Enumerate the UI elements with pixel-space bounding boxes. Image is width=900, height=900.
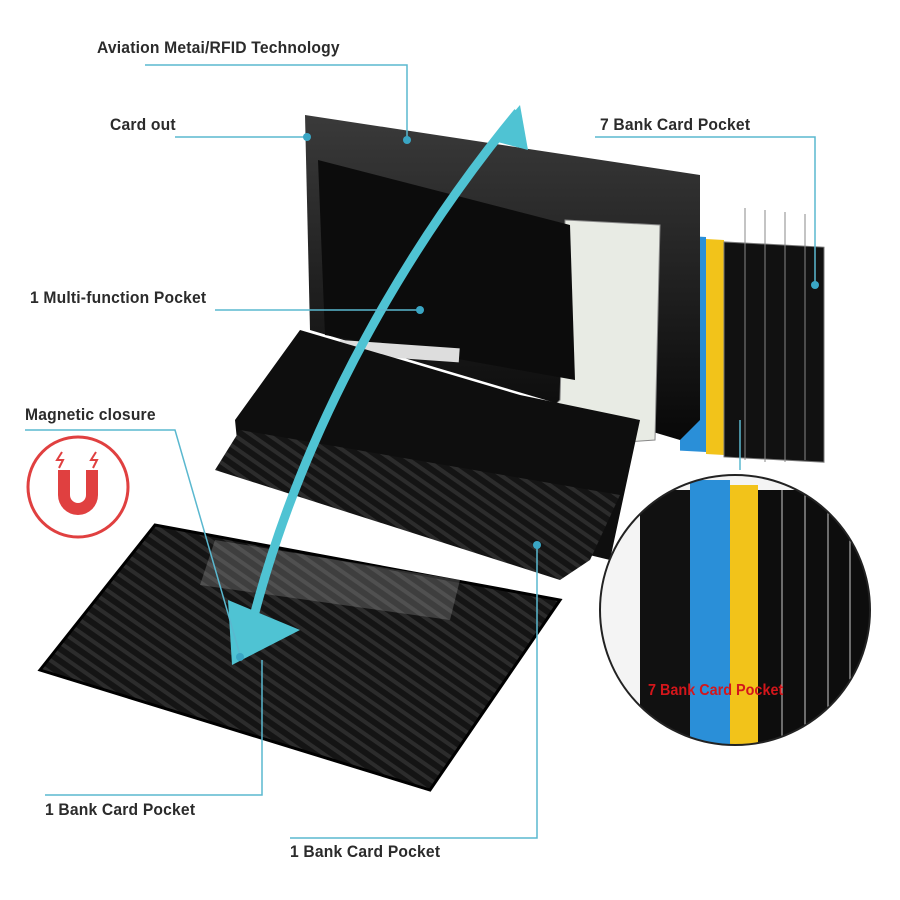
inset-label: 7 Bank Card Pocket (648, 682, 784, 699)
wallet-front-pocket (37, 523, 563, 792)
wallet-middle-pocket (215, 430, 620, 580)
label-seven-card-pocket: 7 Bank Card Pocket (600, 115, 751, 134)
label-aviation-metal: Aviation Metai/RFID Technology (97, 38, 340, 57)
label-bank-card-pocket-left: 1 Bank Card Pocket (45, 800, 196, 819)
label-multi-function-pocket: 1 Multi-function Pocket (30, 288, 207, 307)
multi-function-pocket (318, 160, 575, 380)
card-stack (680, 208, 825, 463)
curved-arrow-icon (243, 109, 522, 642)
label-magnetic-closure: Magnetic closure (25, 405, 156, 424)
magnet-icon (26, 435, 130, 539)
leader-lines (25, 64, 816, 839)
inset-zoom (599, 474, 871, 746)
label-bank-card-pocket-bottom: 1 Bank Card Pocket (290, 842, 441, 861)
label-card-out: Card out (110, 115, 176, 134)
